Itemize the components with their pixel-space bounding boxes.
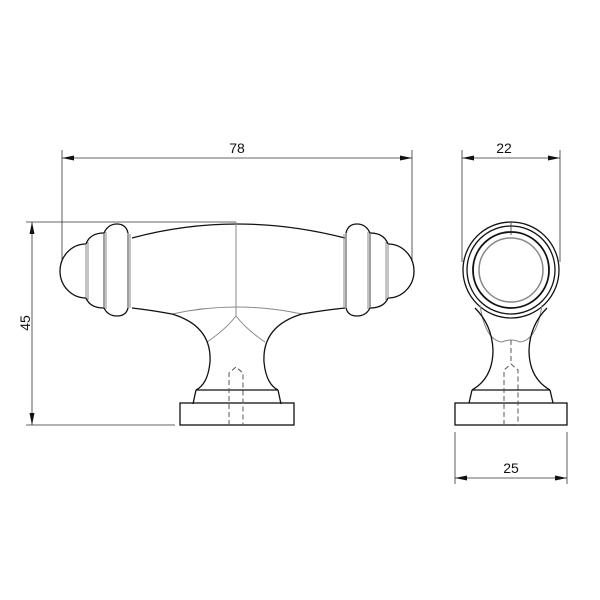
knob-end-circles	[462, 221, 560, 319]
dimension-width-78: 78	[61, 140, 413, 262]
dimension-label-height: 45	[17, 315, 33, 331]
left-knob-end	[59, 223, 131, 317]
front-view: 78 45	[17, 140, 415, 426]
dimension-label-width: 78	[229, 140, 245, 156]
right-knob-end	[343, 223, 415, 317]
dimension-height-45: 45	[17, 221, 236, 426]
dimension-label-side-base: 25	[503, 460, 519, 476]
dimension-base-25: 25	[454, 432, 568, 484]
stem	[171, 306, 303, 426]
dimension-label-side-top: 22	[496, 140, 512, 156]
side-stem	[454, 304, 568, 426]
side-view: 22 25	[454, 140, 568, 484]
dimension-top-22: 22	[461, 140, 561, 262]
